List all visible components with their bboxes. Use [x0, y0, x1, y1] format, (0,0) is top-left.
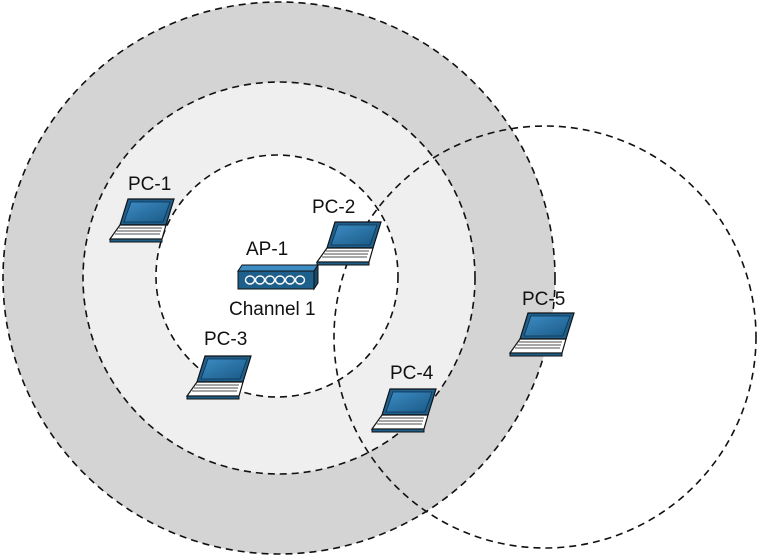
laptop-icon [508, 312, 575, 357]
access-point-icon [237, 263, 319, 291]
access-point-label: AP-1 [246, 239, 288, 260]
client-pc2-label: PC-2 [312, 197, 355, 218]
laptop-icon [370, 388, 437, 433]
client-pc2[interactable] [315, 221, 382, 266]
client-pc3[interactable] [185, 355, 252, 400]
access-point-ap1[interactable] [237, 263, 319, 291]
laptop-icon [108, 198, 175, 243]
client-pc5[interactable] [508, 312, 575, 357]
client-pc4-label: PC-4 [390, 363, 434, 384]
neighbor-coverage-ring [333, 125, 757, 549]
client-pc4[interactable] [370, 388, 437, 433]
client-pc1-label: PC-1 [128, 174, 171, 195]
client-pc1[interactable] [108, 198, 175, 243]
access-point-channel: Channel 1 [229, 299, 316, 320]
client-pc5-label: PC-5 [522, 289, 565, 310]
laptop-icon [185, 355, 252, 400]
client-pc3-label: PC-3 [204, 329, 247, 350]
laptop-icon [315, 221, 382, 266]
